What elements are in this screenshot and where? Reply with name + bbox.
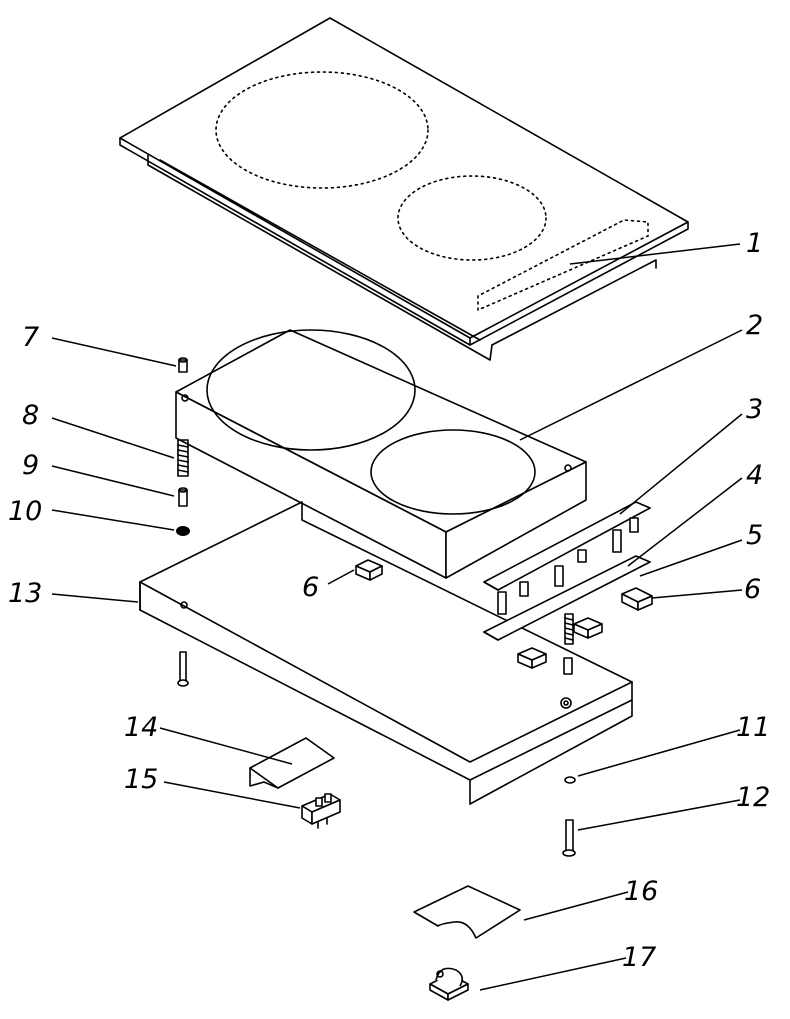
part-11-washer (564, 776, 576, 784)
part-12-bolt (562, 819, 576, 857)
label-2: 2 (746, 310, 763, 341)
label-15: 15 (124, 764, 158, 795)
part-labels: 1 2 3 4 5 6 6 7 8 9 10 11 12 13 14 15 16… (8, 228, 770, 973)
leader-lines (51, 243, 743, 991)
terminal-pins (497, 517, 639, 615)
label-12: 12 (736, 782, 770, 813)
part-14-cover (249, 737, 335, 789)
spacer-block (517, 647, 547, 669)
label-8: 8 (22, 400, 39, 431)
label-14: 14 (124, 712, 158, 743)
part-3-terminal-strip (483, 501, 651, 615)
label-16: 16 (624, 876, 658, 907)
part-17-cable-clamp (429, 967, 469, 1001)
label-11: 11 (736, 712, 770, 743)
part-15-terminal-block (301, 793, 341, 829)
part-13-bottom-tray (139, 501, 633, 805)
part-9-sleeve (178, 487, 188, 507)
part-4-base-strip (483, 555, 651, 641)
part-6-spacer-left (355, 559, 383, 581)
label-4: 4 (746, 460, 763, 491)
label-9: 9 (22, 450, 39, 481)
label-13: 13 (8, 578, 42, 609)
part-2-heating-element (175, 329, 587, 579)
label-6-left: 6 (302, 572, 319, 603)
part-16-plate (413, 885, 521, 939)
part-7-screw-cap (178, 357, 188, 373)
label-7: 7 (22, 322, 39, 353)
label-6-right: 6 (744, 574, 761, 605)
part-6-spacer-right (621, 587, 653, 611)
spacer-block (573, 617, 603, 639)
part-1-glass-top (119, 17, 689, 361)
part-8-spring (177, 439, 189, 477)
label-1: 1 (746, 228, 763, 259)
part-10-washer (176, 526, 190, 536)
label-10: 10 (8, 496, 42, 527)
label-17: 17 (622, 942, 656, 973)
part-5-spring (563, 613, 574, 675)
label-3: 3 (746, 394, 763, 425)
label-5: 5 (746, 520, 763, 551)
bolt-left (177, 651, 189, 687)
